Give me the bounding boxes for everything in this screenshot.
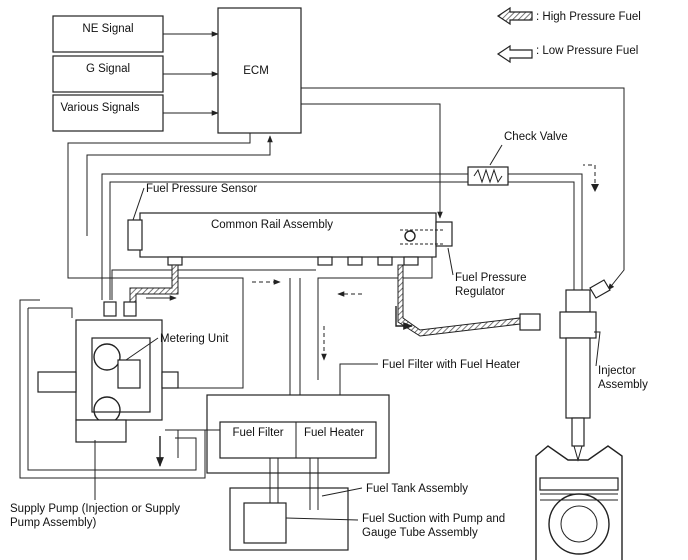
- return-pipe-inner: [109, 181, 468, 300]
- supply-pump-label-1: Supply Pump (Injection or Supply: [10, 503, 180, 515]
- ecm-metering-wire: [67, 133, 251, 391]
- check-valve-spring-icon: [473, 168, 503, 184]
- check-valve-leader: [489, 144, 503, 166]
- regulator-return-arrow: [395, 306, 413, 330]
- low-pressure-arrow-icon: [496, 44, 533, 64]
- legend-low-label: : Low Pressure Fuel: [536, 45, 638, 57]
- return-pipe-right-outer: [508, 173, 583, 292]
- suction-label-1: Fuel Suction with Pump and: [362, 513, 505, 525]
- rail-to-pump-line: [111, 269, 316, 300]
- legend-high-label: : High Pressure Fuel: [536, 11, 641, 23]
- g-signal-box: G Signal: [52, 55, 164, 93]
- g-signal-label: G Signal: [86, 63, 130, 75]
- sensor-leader: [132, 187, 145, 221]
- sensor-ecm-wire: [86, 135, 273, 236]
- ecm-injector-wire: [301, 87, 625, 291]
- ne-signal-box: NE Signal: [52, 15, 164, 53]
- return-dash-arrow: [583, 164, 596, 190]
- ecm-box: ECM: [217, 7, 302, 134]
- injector-assembly: [559, 279, 611, 462]
- engine-cylinder: [535, 445, 623, 560]
- fuel-pressure-sensor-label: Fuel Pressure Sensor: [146, 183, 257, 195]
- common-rail-label: Common Rail Assembly: [211, 219, 333, 231]
- filter-to-pump-line: [177, 429, 220, 458]
- suction-leader: [285, 517, 359, 521]
- ne-signal-label: NE Signal: [82, 23, 133, 35]
- supply-pump: [19, 299, 206, 479]
- high-pressure-arrow-icon: [496, 6, 533, 26]
- metering-unit-leader: [125, 337, 159, 361]
- injector-label-2: Assembly: [598, 379, 648, 391]
- pump-rail-hp-pipe: [129, 264, 179, 311]
- regulator-leader: [447, 247, 454, 276]
- legend: : High Pressure Fuel : Low Pressure Fuel: [496, 6, 641, 64]
- suction-label-2: Gauge Tube Assembly: [362, 527, 478, 539]
- metering-unit-label: Metering Unit: [160, 333, 229, 345]
- fuel-heater-label: Fuel Heater: [304, 427, 364, 439]
- ecm-regulator-wire: [301, 103, 443, 219]
- return-pipe-right-inner: [508, 181, 575, 292]
- common-rail: Common Rail Assembly: [127, 212, 453, 266]
- filter-with-heater-label: Fuel Filter with Fuel Heater: [382, 359, 520, 371]
- fuel-tank-label: Fuel Tank Assembly: [366, 483, 468, 495]
- injector-label-1: Injector: [598, 365, 636, 377]
- filter-heater-assembly: Fuel Filter Fuel Heater: [206, 394, 390, 474]
- fuel-filter-label: Fuel Filter: [232, 427, 283, 439]
- ecm-label: ECM: [243, 65, 269, 77]
- various-signals-label: Various Signals: [60, 102, 139, 114]
- regulator-label-2: Regulator: [455, 286, 505, 298]
- rail-return-line-outer: [317, 257, 433, 380]
- regulator-label-1: Fuel Pressure: [455, 272, 527, 284]
- fuel-tank-leader: [321, 487, 363, 497]
- injector-nut: [519, 313, 541, 331]
- check-valve-label: Check Valve: [504, 131, 568, 143]
- fuel-tank-assembly: [229, 458, 349, 551]
- filter-heater-leader: [339, 363, 378, 395]
- return-pipe-outer: [101, 173, 468, 300]
- tank-feed-line-inner: [27, 308, 197, 471]
- injector-leader: [594, 331, 601, 367]
- supply-pump-label-2: Pump Assembly): [10, 517, 96, 529]
- various-signals-box: Various Signals: [52, 94, 164, 132]
